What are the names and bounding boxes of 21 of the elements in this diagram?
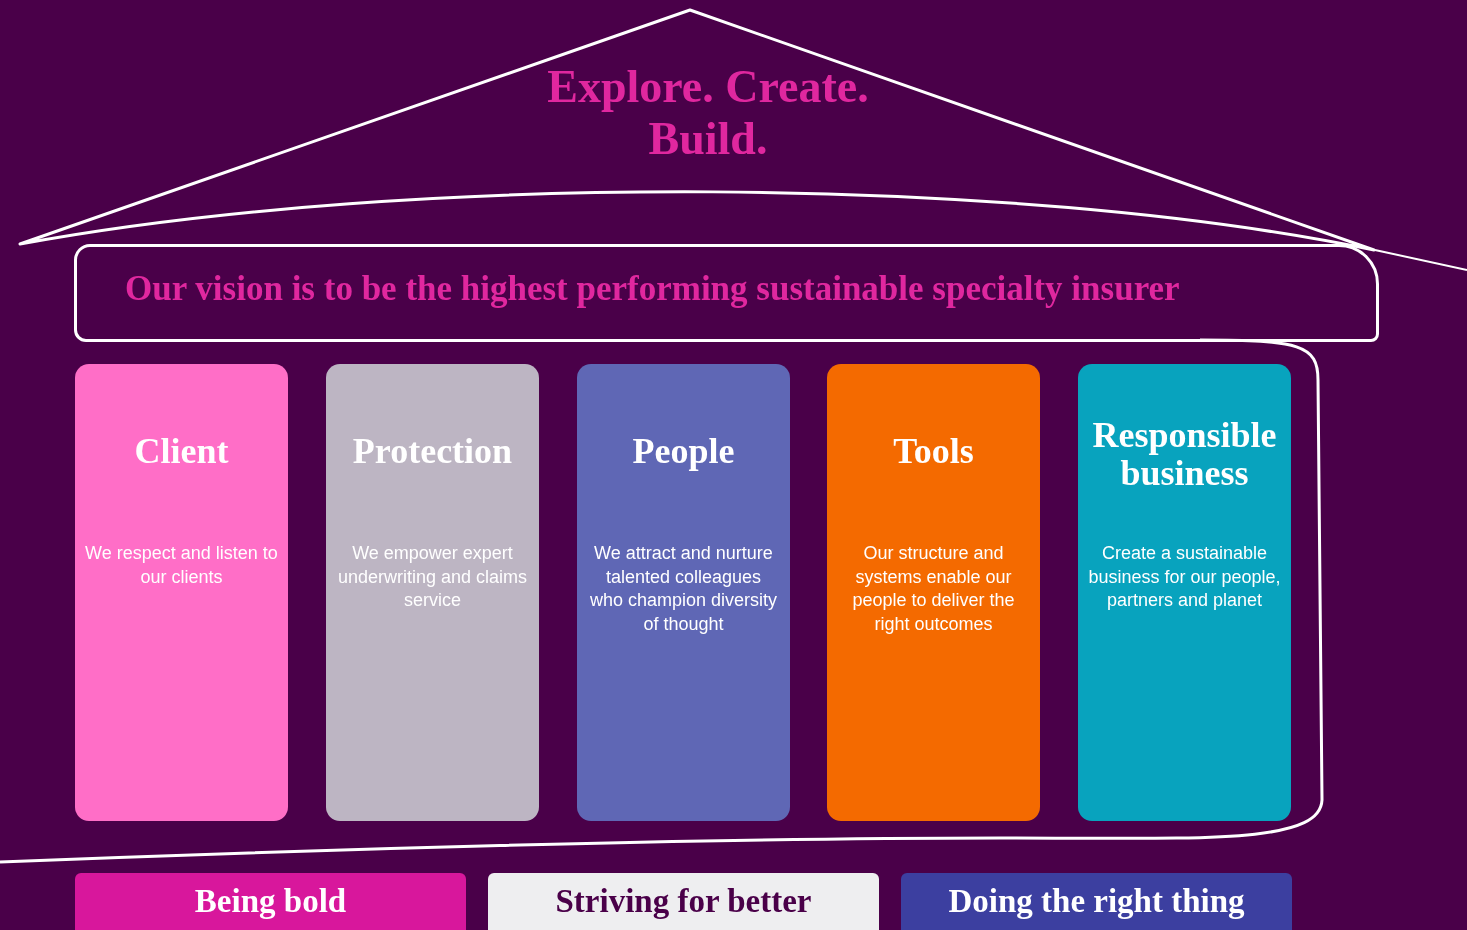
value-banner: Being bold bbox=[75, 873, 466, 930]
pillar-heading: People bbox=[631, 432, 736, 470]
pillar-description: We respect and listen to our clients bbox=[85, 542, 278, 589]
pillar-card bbox=[577, 364, 790, 821]
pillar-description: We attract and nurture talented colleagues who champion diversity of thought bbox=[588, 542, 779, 636]
roof-heading: Explore. Create. Build. bbox=[546, 61, 870, 165]
pillar-heading: Tools bbox=[892, 432, 975, 470]
pillar-card bbox=[1078, 364, 1291, 821]
pillar-description: Create a sustainable business for our people, partners and planet bbox=[1088, 542, 1281, 612]
pillar-heading: Responsible business bbox=[1091, 416, 1278, 492]
pillar-description: Our structure and systems enable our people to deliver the right outcomes bbox=[851, 542, 1016, 636]
pillar-card bbox=[326, 364, 539, 821]
vision-statement: Our vision is to be the highest performing sustainable specialty insurer bbox=[125, 269, 1180, 309]
pillar-heading: Protection bbox=[351, 432, 514, 470]
pillar-card bbox=[75, 364, 288, 821]
value-banner: Doing the right thing bbox=[901, 873, 1292, 930]
pillar-heading: Client bbox=[133, 432, 230, 470]
pillar-description: We empower expert underwriting and claims service bbox=[336, 542, 529, 612]
vision-band bbox=[74, 244, 1379, 342]
value-banner: Striving for better bbox=[488, 873, 879, 930]
pillar-card bbox=[827, 364, 1040, 821]
